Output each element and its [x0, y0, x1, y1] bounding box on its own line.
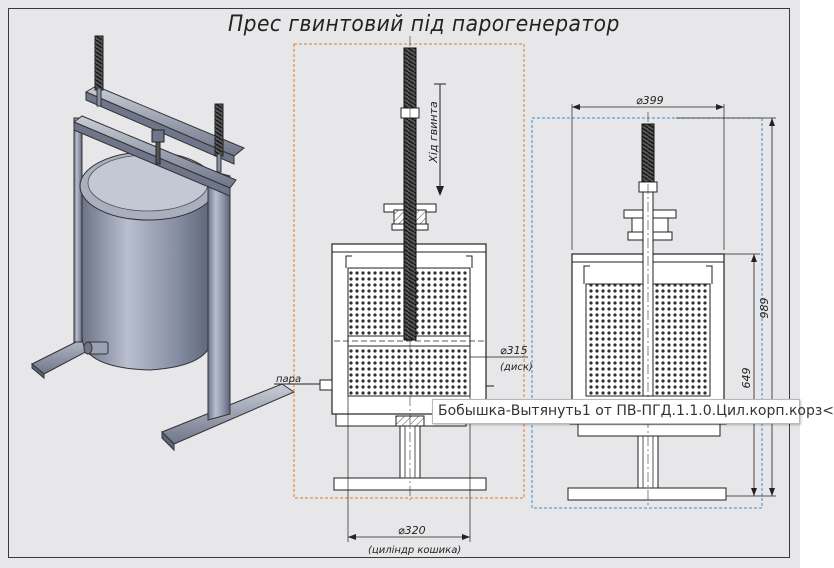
disc-diameter-label: ⌀315	[500, 344, 528, 357]
isometric-view	[31, 35, 296, 452]
total-height-label: 989	[758, 298, 771, 319]
hover-tooltip: Бобышка-Вытянуть1 от ПВ-ПГД.1.1.0.Цил.ко…	[432, 399, 834, 424]
front-view-boundary	[293, 43, 525, 499]
drawing-canvas: Хід гвинта пара ⌀315 (диск) ⌀320 (цилінд…	[31, 35, 776, 556]
body-height-label: 649	[740, 368, 753, 389]
cylinder-note-label: (циліндр кошика)	[368, 544, 461, 556]
side-view-boundary	[531, 117, 763, 509]
screw-travel-label: Хід гвинта	[427, 101, 440, 164]
steam-port	[319, 379, 333, 391]
central-nut	[151, 129, 165, 143]
right-threaded-rod	[214, 103, 224, 157]
disc-note-label: (диск)	[500, 362, 533, 373]
side-base-plate	[567, 487, 727, 501]
front-section-view: Хід гвинта пара ⌀315 (диск) ⌀320 (цилінд…	[274, 36, 533, 556]
steam-label: пара	[276, 374, 301, 385]
sheet-border	[8, 8, 790, 558]
front-post	[207, 169, 231, 421]
side-view: ⌀399	[531, 94, 776, 509]
left-threaded-rod	[94, 35, 104, 91]
width-diameter-label: ⌀399	[636, 94, 664, 107]
rear-post	[73, 117, 83, 343]
drawing-title: Прес гвинтовий під парогенератор	[228, 12, 620, 37]
cylinder-diameter-label: ⌀320	[398, 524, 426, 537]
